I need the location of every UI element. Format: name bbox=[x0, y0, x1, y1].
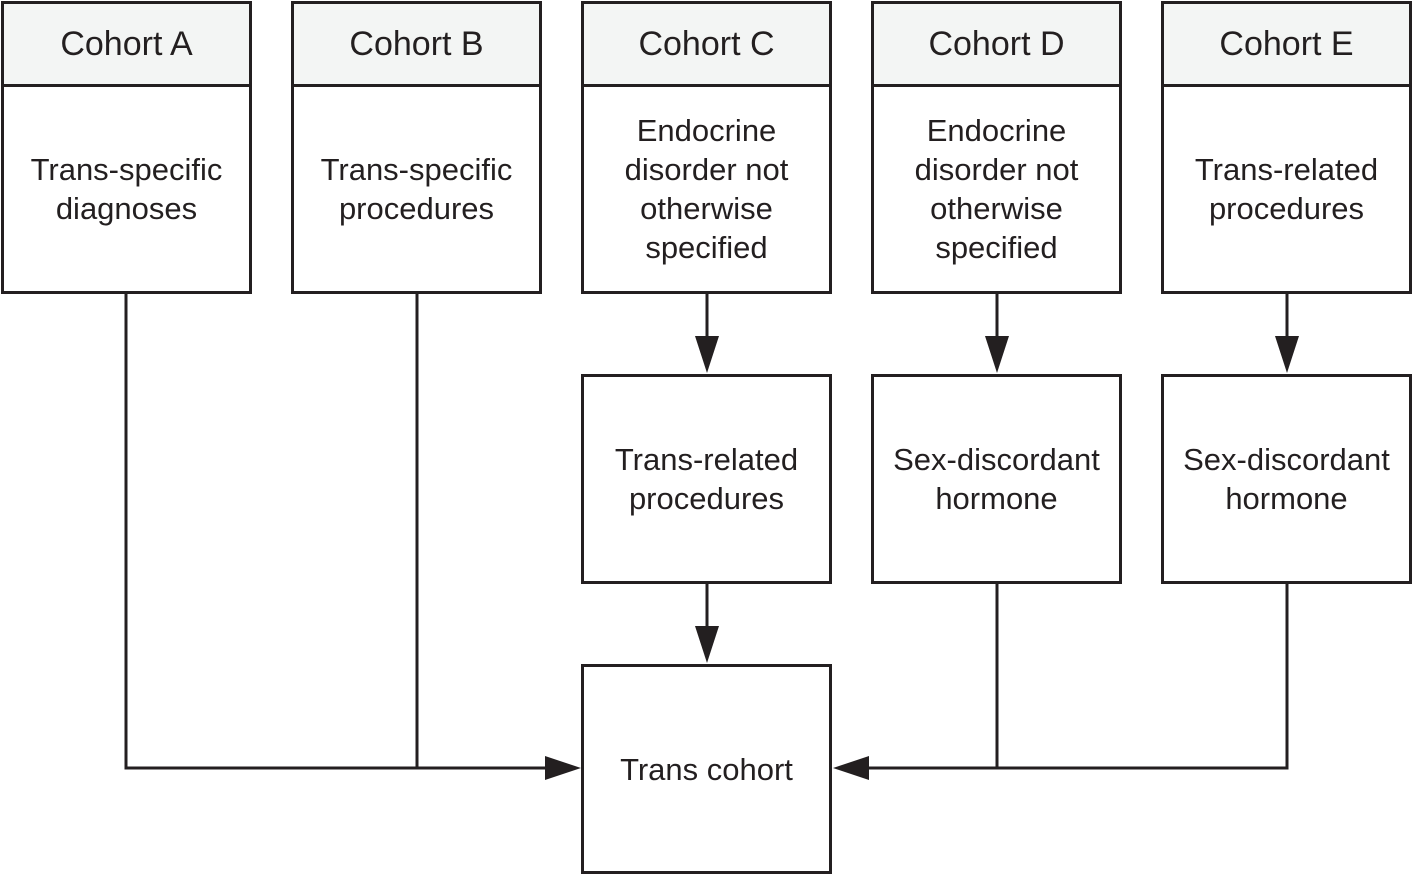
cohort-e-criterion-1-label: Trans-related procedures bbox=[1194, 152, 1379, 226]
arrowhead-left-into-result bbox=[545, 756, 581, 780]
cohort-d-criterion-1: Endocrine disorder not otherwise specifi… bbox=[871, 84, 1122, 294]
cohort-e-title: Cohort E bbox=[1219, 25, 1354, 63]
cohort-a-title: Cohort A bbox=[60, 25, 193, 63]
connector-cohort-b bbox=[415, 292, 545, 770]
connector-cohort-d bbox=[869, 582, 999, 770]
cohort-e-criterion-2-label: Sex-discordant hormone bbox=[1183, 442, 1390, 516]
cohort-d-criterion-1-label: Endocrine disorder not otherwise specifi… bbox=[914, 113, 1079, 265]
cohort-b-header: Cohort B bbox=[291, 1, 542, 87]
cohort-e-criterion-2: Sex-discordant hormone bbox=[1161, 374, 1412, 584]
trans-cohort-box: Trans cohort bbox=[581, 664, 832, 874]
cohort-a-criterion-1: Trans-specific diagnoses bbox=[1, 84, 252, 294]
cohort-c-criterion-2-label: Trans-related procedures bbox=[614, 442, 799, 516]
cohort-d-criterion-2-label: Sex-discordant hormone bbox=[893, 442, 1100, 516]
cohort-c-title: Cohort C bbox=[638, 25, 775, 63]
cohort-d-criterion-2: Sex-discordant hormone bbox=[871, 374, 1122, 584]
connector-cohort-a bbox=[124, 292, 417, 770]
cohort-b-criterion-1-label: Trans-specific procedures bbox=[320, 152, 513, 226]
cohort-d-title: Cohort D bbox=[928, 25, 1065, 63]
cohort-e-header: Cohort E bbox=[1161, 1, 1412, 87]
cohort-a-header: Cohort A bbox=[1, 1, 252, 87]
cohort-b-criterion-1: Trans-specific procedures bbox=[291, 84, 542, 294]
cohort-c-header: Cohort C bbox=[581, 1, 832, 87]
cohort-b-title: Cohort B bbox=[349, 25, 484, 63]
cohort-c-criterion-2: Trans-related procedures bbox=[581, 374, 832, 584]
arrowhead-cohort-d-step1 bbox=[985, 336, 1009, 373]
cohort-a-criterion-1-label: Trans-specific diagnoses bbox=[30, 152, 223, 226]
cohort-c-criterion-1-label: Endocrine disorder not otherwise specifi… bbox=[624, 113, 789, 265]
arrowhead-right-into-result bbox=[833, 756, 869, 780]
trans-cohort-label: Trans cohort bbox=[620, 751, 793, 787]
connector-cohort-e bbox=[997, 582, 1289, 770]
arrowhead-cohort-c-step1 bbox=[695, 336, 719, 373]
arrowhead-cohort-e-step1 bbox=[1275, 336, 1299, 373]
arrowhead-cohort-c-step2 bbox=[695, 626, 719, 663]
cohort-d-header: Cohort D bbox=[871, 1, 1122, 87]
cohort-c-criterion-1: Endocrine disorder not otherwise specifi… bbox=[581, 84, 832, 294]
cohort-e-criterion-1: Trans-related procedures bbox=[1161, 84, 1412, 294]
